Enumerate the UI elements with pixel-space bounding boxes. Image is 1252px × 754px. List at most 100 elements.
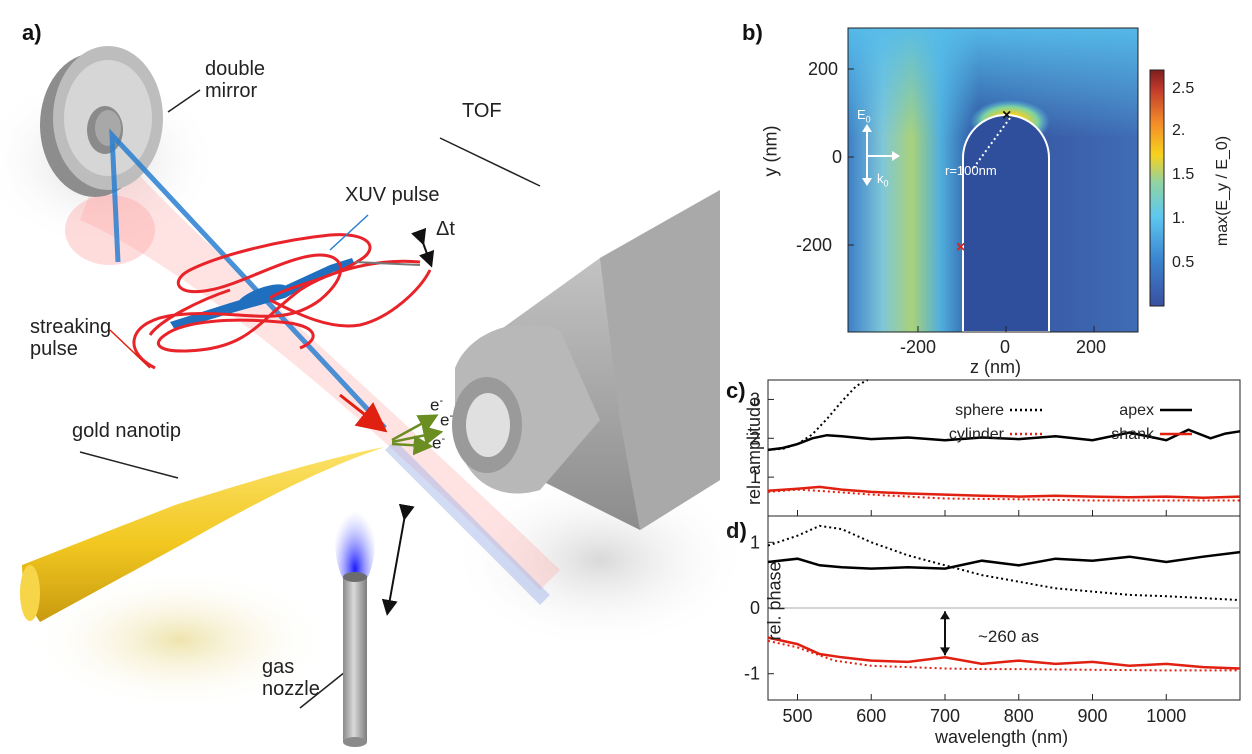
streaking-pulse-wave xyxy=(132,233,421,370)
wavelength-xlabel: wavelength (nm) xyxy=(935,727,1069,747)
gold-nanotip-label: gold nanotip xyxy=(72,420,181,442)
amplitude-ylabel: rel. amplitude xyxy=(744,396,765,506)
colorbar xyxy=(1149,69,1165,307)
beam-spot xyxy=(65,195,155,265)
gas-nozzle-label-line1: gas xyxy=(262,656,295,678)
electron-label-2: e- xyxy=(440,405,453,432)
double-mirror xyxy=(40,46,163,197)
focus-arrow xyxy=(339,393,388,433)
phase-ylabel: rel. phase xyxy=(764,561,785,641)
streaking-pulse-label-line2: pulse xyxy=(30,338,78,360)
legend-label-shank: shank xyxy=(1111,426,1155,443)
k0-label: k0 xyxy=(877,168,889,195)
fieldmap-ytick-0: 0 xyxy=(832,147,843,167)
fieldmap-xtick-0: 0 xyxy=(1000,337,1011,357)
streaking-leader xyxy=(109,329,151,369)
series-line-sphere xyxy=(767,379,869,451)
gas-nozzle xyxy=(343,577,367,742)
double-mirror-label-line2: mirror xyxy=(205,80,258,102)
electron-charge: - xyxy=(449,410,454,422)
streaking-pulse-label-line1: streaking xyxy=(30,316,112,338)
delta-t-arrow xyxy=(411,227,435,268)
fieldmap-xlabel: z (nm) xyxy=(970,357,1021,377)
experiment-illustration xyxy=(0,46,740,747)
electron-label-1: e- xyxy=(430,390,443,417)
electron-charge: - xyxy=(441,433,446,445)
nozzle-leader xyxy=(299,671,346,709)
colorbar-tick-0-5: 0.5 xyxy=(1172,254,1195,271)
phase-gap-arrow-top xyxy=(940,611,950,620)
series-line-sphere xyxy=(767,524,1241,602)
streaking-pulse-label: streaking pulse xyxy=(30,316,111,360)
y-tick-label: 3 xyxy=(750,389,760,409)
tof-label: TOF xyxy=(462,100,502,122)
y-tick-label: 1 xyxy=(750,532,760,552)
fieldmap-xtick-200: 200 xyxy=(1076,337,1107,357)
electron-symbol: e xyxy=(430,395,440,415)
mirror-leader xyxy=(167,89,201,113)
k0-subscript: 0 xyxy=(883,178,889,189)
series-line-apex xyxy=(767,428,1241,452)
colorbar-tick-1-5: 1.5 xyxy=(1172,166,1195,183)
apex-marker: × xyxy=(1002,107,1011,124)
legend-label-apex: apex xyxy=(1119,402,1154,419)
x-tick-label: 700 xyxy=(930,706,960,726)
series-line-cylinder xyxy=(767,639,1240,672)
xuv-leader xyxy=(329,214,369,251)
double-mirror-label: double mirror xyxy=(205,58,265,102)
delta-t-label: Δt xyxy=(436,218,455,240)
nozzle-motion-arrow xyxy=(381,503,415,616)
phase-annotation: ~260 as xyxy=(978,627,1039,646)
k0-symbol: k xyxy=(877,171,884,186)
colorbar-tick-2-5: 2.5 xyxy=(1172,80,1195,97)
xuv-beam-tail xyxy=(385,440,550,605)
y-tick-label: -1 xyxy=(744,664,760,684)
radius-line xyxy=(971,117,1011,171)
e0-label: E0 xyxy=(857,104,871,131)
shank-marker: × xyxy=(956,239,965,256)
double-mirror-label-line1: double xyxy=(205,58,266,80)
x-tick-label: 800 xyxy=(1004,706,1034,726)
legend-label-cylinder: cylinder xyxy=(949,426,1005,443)
legend-label-sphere: sphere xyxy=(955,402,1004,419)
electron-arrow-1 xyxy=(391,414,439,442)
field-ticks xyxy=(848,68,1095,332)
nanotip-outline xyxy=(962,114,1050,332)
gas-nozzle-label-line2: nozzle xyxy=(262,678,320,700)
series-line-apex xyxy=(767,550,1241,570)
electron-arrow-3 xyxy=(391,435,434,456)
series-line-cylinder xyxy=(767,488,1240,502)
y-tick-label: 1 xyxy=(750,467,760,487)
gold-nanotip xyxy=(22,447,385,622)
xuv-pulse-label: XUV pulse xyxy=(345,184,440,206)
colorbar-tick-2: 2. xyxy=(1172,122,1186,139)
electron-symbol: e xyxy=(440,410,450,430)
electron-symbol: e xyxy=(432,433,442,453)
fieldmap-ytick-neg200: -200 xyxy=(796,235,833,255)
panel-c-label: c) xyxy=(726,378,746,403)
panel-b-label: b) xyxy=(742,20,763,45)
radius-label: r=100nm xyxy=(945,163,997,178)
electron-label-3: e- xyxy=(432,428,445,455)
field-frame xyxy=(847,27,1139,333)
tof-leader xyxy=(439,137,541,187)
delta-t-line xyxy=(354,261,421,266)
nanotip-leader xyxy=(79,451,179,479)
streaking-beam-halo xyxy=(80,140,560,590)
streaking-pulse-wave-2 xyxy=(269,269,432,328)
e0-subscript: 0 xyxy=(865,114,871,125)
gas-jet xyxy=(335,492,375,588)
e0-symbol: E xyxy=(857,107,866,122)
colorbar-tick-1: 1. xyxy=(1172,210,1186,227)
fieldmap-ytick-200: 200 xyxy=(808,59,839,79)
tof-detector xyxy=(452,190,720,530)
series-line-shank xyxy=(767,636,1241,670)
panel-a-label: a) xyxy=(22,20,42,45)
xuv-beam xyxy=(109,128,387,430)
x-tick-label: 600 xyxy=(856,706,886,726)
x-tick-label: 900 xyxy=(1077,706,1107,726)
electron-charge: - xyxy=(439,395,444,407)
x-tick-label: 500 xyxy=(782,706,812,726)
